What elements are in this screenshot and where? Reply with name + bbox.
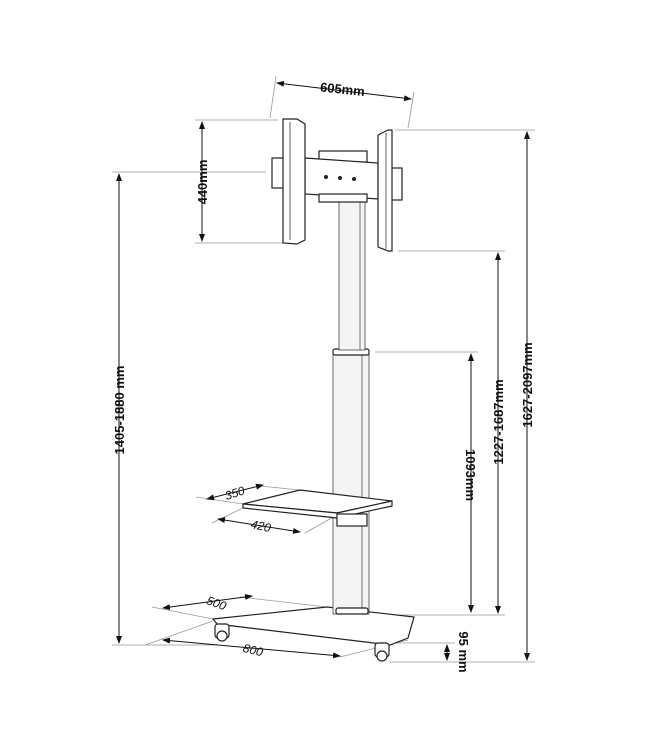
- arrow-420: [217, 517, 301, 534]
- mounting-plate: [304, 150, 379, 203]
- label-440: 440mm: [195, 160, 210, 205]
- tv-stand: [211, 118, 415, 662]
- caster-left: [214, 623, 230, 642]
- arrow-605: [276, 80, 412, 102]
- label-605: 605mm: [319, 79, 365, 99]
- label-1627-2097: 1627-2097mm: [520, 342, 535, 427]
- label-500: 500: [205, 593, 229, 613]
- extension-lines: [112, 75, 535, 663]
- label-800: 800: [242, 641, 265, 660]
- label-420: 420: [250, 517, 273, 535]
- column-upper: [338, 199, 366, 351]
- bracket-left: [271, 118, 306, 245]
- base-plate: [211, 606, 415, 646]
- arrow-500: [162, 593, 253, 611]
- arrow-800: [162, 637, 341, 659]
- label-1093: 1093mm: [463, 449, 478, 501]
- label-1405-1880: 1405-1880 mm: [112, 366, 127, 455]
- column-lower: [332, 351, 370, 615]
- arrow-350: [206, 483, 264, 501]
- label-350: 350: [223, 483, 247, 503]
- dimension-arrows: [116, 80, 530, 661]
- label-1227-1687: 1227-1687mm: [491, 379, 506, 464]
- label-95: 95 mm: [456, 631, 471, 672]
- bracket-right: [377, 129, 403, 252]
- caster-right: [374, 642, 390, 662]
